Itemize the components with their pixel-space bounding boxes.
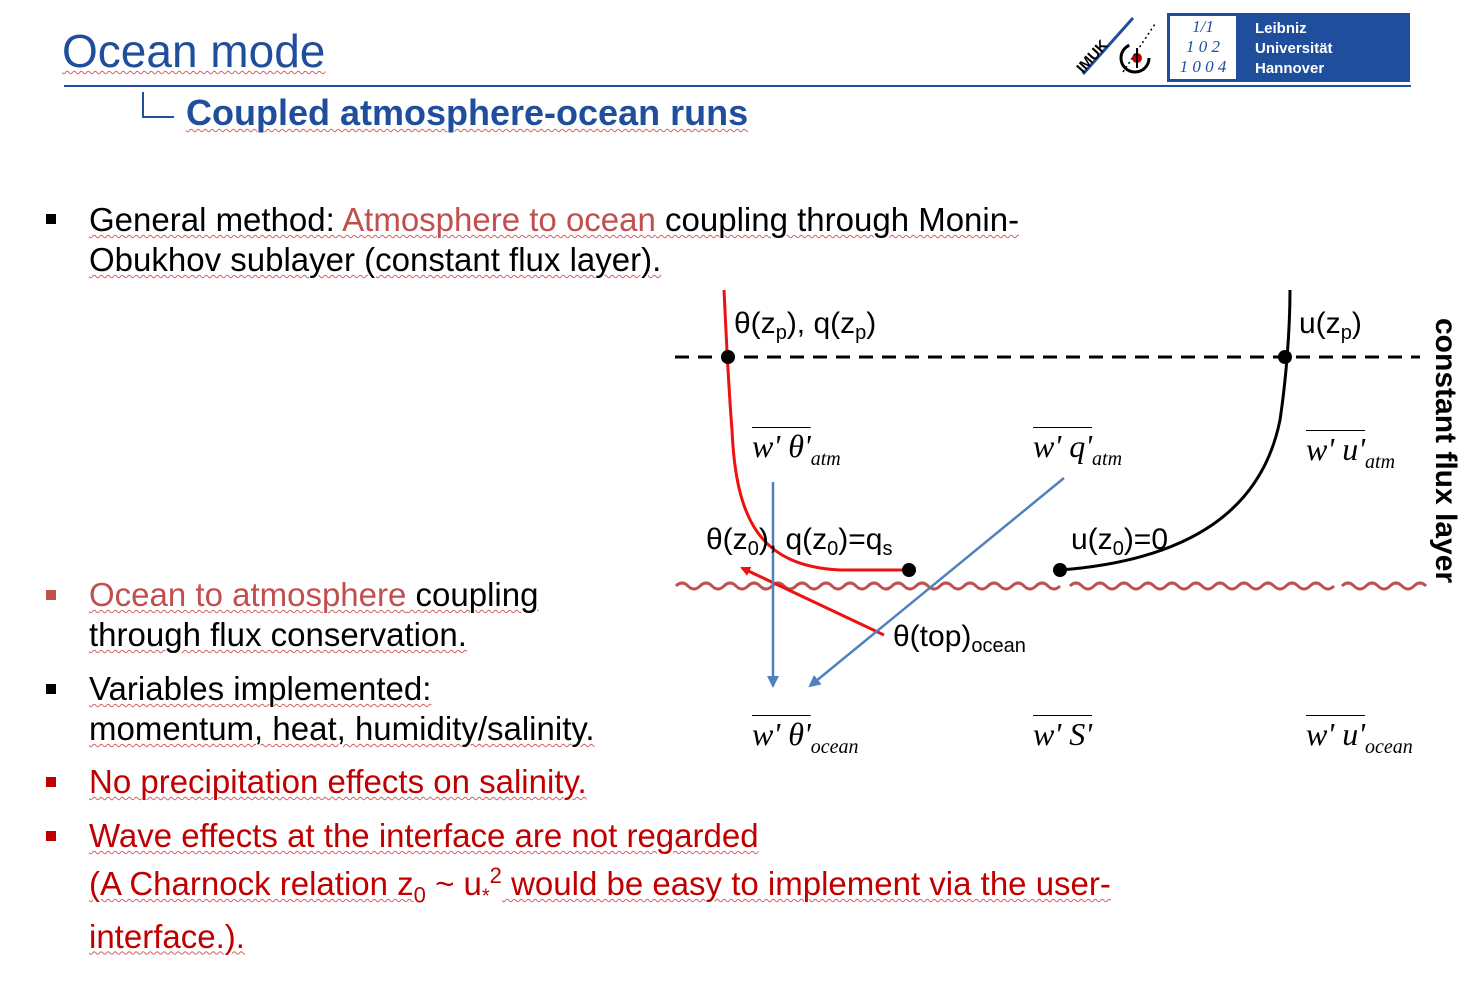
imuk-logo: IMUK	[1073, 10, 1163, 82]
u-profile-curve	[1059, 289, 1292, 572]
subtitle-connector	[142, 92, 174, 118]
label-u-zp: u(zp)	[1299, 307, 1362, 344]
bullet-marker	[46, 684, 56, 694]
page-title: Ocean mode	[62, 25, 326, 77]
bullet-marker	[46, 777, 56, 787]
ocean-surface-middle	[1068, 581, 1336, 591]
u-z0-point	[1053, 563, 1067, 577]
luh-logo-text: Leibniz Universität Hannover	[1255, 20, 1333, 77]
bullet-marker	[46, 831, 56, 841]
label-flux-wtheta-atm: w' θ'atm	[752, 428, 841, 470]
label-flux-ws: w' S'	[1033, 716, 1093, 752]
ocean-to-atmosphere-arrow	[740, 566, 885, 637]
page-subtitle: Coupled atmosphere-ocean runs	[186, 92, 749, 133]
constant-flux-layer-label: constant flux layer	[1429, 318, 1462, 584]
theta-z0-point	[902, 563, 916, 577]
bullet-marker	[46, 214, 56, 224]
label-flux-wu-atm: w' u'atm	[1306, 431, 1396, 473]
luh-logo-digits: 1/1 1 0 2 1 0 0 4	[1179, 17, 1227, 76]
humidity-flux-arrow	[808, 477, 1065, 688]
theta-profile-curve	[722, 289, 908, 572]
label-flux-wq-atm: w' q'atm	[1033, 428, 1123, 470]
bullet-precipitation: No precipitation effects on salinity.	[89, 763, 587, 800]
title-divider	[64, 85, 1411, 87]
label-u-z0: u(z0)=0	[1071, 523, 1169, 560]
label-theta-zp: θ(zp), q(zp)	[734, 307, 877, 344]
label-theta-top-ocean: θ(top)ocean	[893, 620, 1026, 657]
u-zp-point	[1278, 350, 1292, 364]
label-flux-wtheta-ocean: w' θ'ocean	[752, 716, 859, 758]
label-theta-z0: θ(z0), q(z0)=qs	[706, 523, 893, 560]
bullet-ocean-to-atmosphere: Ocean to atmosphere coupling through flu…	[89, 576, 539, 653]
luh-logo-mark	[1170, 16, 1236, 79]
bullet-variables: Variables implemented: momentum, heat, h…	[89, 670, 595, 747]
bullet-wave-effects: Wave effects at the interface are not re…	[89, 817, 1111, 955]
ocean-surface-left	[674, 581, 1062, 591]
label-flux-wu-ocean: w' u'ocean	[1306, 716, 1413, 758]
bullet-general-method: General method: Atmosphere to ocean coup…	[89, 201, 1020, 278]
theta-zp-point	[721, 350, 735, 364]
bullet-marker	[46, 590, 56, 600]
ocean-surface-right	[1340, 581, 1428, 591]
